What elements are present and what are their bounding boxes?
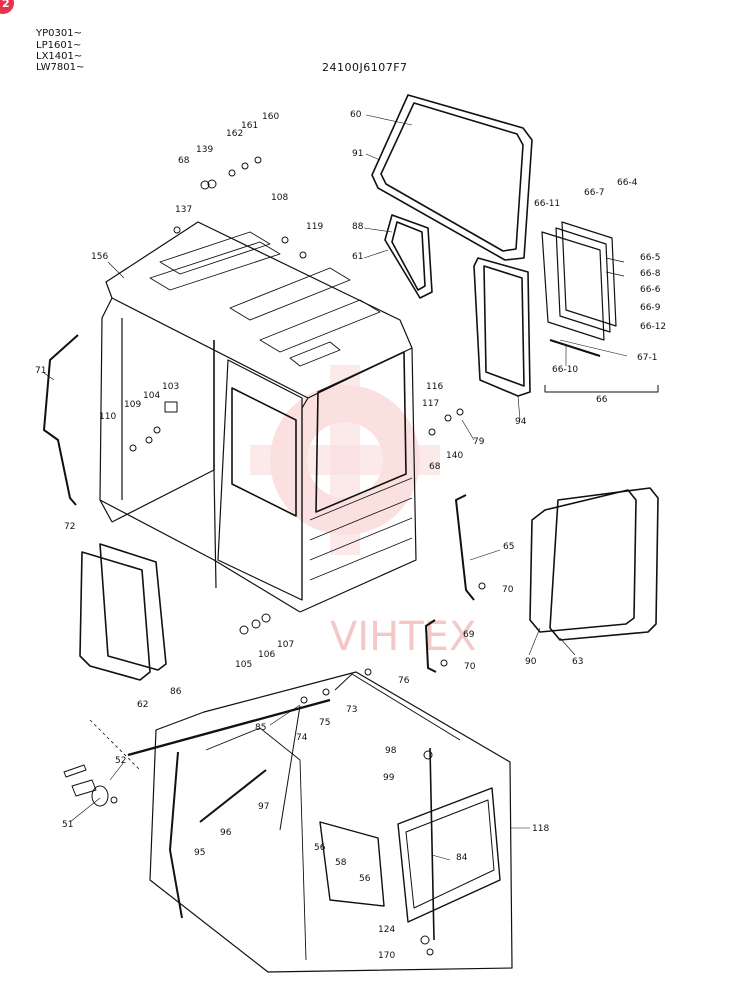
callout-84: 84 bbox=[456, 853, 468, 863]
callout-52: 52 bbox=[115, 756, 126, 766]
callout-51: 51 bbox=[62, 820, 73, 830]
latch-hardware bbox=[63, 764, 118, 807]
callout-69: 69 bbox=[463, 630, 475, 640]
handrails bbox=[43, 334, 475, 673]
callout-66-7: 66-7 bbox=[584, 188, 604, 198]
leader-lines bbox=[43, 114, 628, 861]
callout-66-12: 66-12 bbox=[640, 322, 666, 332]
quarter-glass bbox=[384, 214, 433, 299]
callout-99: 99 bbox=[383, 773, 395, 783]
callout-62: 62 bbox=[137, 700, 148, 710]
corner-badge: 2 bbox=[0, 0, 14, 14]
cab-frame bbox=[99, 221, 417, 613]
lower-glass bbox=[473, 257, 531, 397]
callout-97: 97 bbox=[258, 802, 269, 812]
fasteners bbox=[129, 156, 486, 956]
serial-range-3: LX1401~ bbox=[36, 51, 83, 62]
serial-range-1: YP0301~ bbox=[36, 28, 82, 39]
callout-116: 116 bbox=[426, 382, 443, 392]
callout-85: 85 bbox=[255, 723, 266, 733]
callout-94: 94 bbox=[515, 417, 527, 427]
callout-63: 63 bbox=[572, 657, 583, 667]
callout-162: 162 bbox=[226, 129, 243, 139]
callout-110: 110 bbox=[99, 412, 116, 422]
callout-76: 76 bbox=[398, 676, 410, 686]
callout-60: 60 bbox=[350, 110, 362, 120]
callout-103: 103 bbox=[162, 382, 179, 392]
callout-106: 106 bbox=[258, 650, 275, 660]
callout-160: 160 bbox=[262, 112, 279, 122]
door-window-assembly bbox=[541, 221, 659, 393]
callout-68: 68 bbox=[178, 156, 190, 166]
callout-140: 140 bbox=[446, 451, 463, 461]
callout-104: 104 bbox=[143, 391, 160, 401]
cab-door bbox=[89, 671, 513, 973]
callout-71: 71 bbox=[35, 366, 46, 376]
callout-66-4: 66-4 bbox=[617, 178, 638, 188]
callout-86: 86 bbox=[170, 687, 182, 697]
watermark-gear-icon bbox=[250, 365, 440, 555]
callout-65: 65 bbox=[503, 542, 514, 552]
callout-79: 79 bbox=[473, 437, 485, 447]
callout-108: 108 bbox=[271, 193, 288, 203]
callout-88: 88 bbox=[352, 222, 364, 232]
callout-68: 68 bbox=[429, 462, 441, 472]
callout-72: 72 bbox=[64, 522, 75, 532]
callout-95: 95 bbox=[194, 848, 205, 858]
callout-109: 109 bbox=[124, 400, 141, 410]
callout-139: 139 bbox=[196, 145, 213, 155]
side-glass-left bbox=[79, 543, 167, 681]
callout-117: 117 bbox=[422, 399, 439, 409]
callout-67-1: 67-1 bbox=[637, 353, 657, 363]
serial-range-2: LP1601~ bbox=[36, 40, 82, 51]
callout-66: 66 bbox=[596, 395, 608, 405]
callout-66-10: 66-10 bbox=[552, 365, 578, 375]
callout-91: 91 bbox=[352, 149, 363, 159]
callout-90: 90 bbox=[525, 657, 537, 667]
callout-170: 170 bbox=[378, 951, 395, 961]
callout-56: 56 bbox=[314, 843, 326, 853]
callout-124: 124 bbox=[378, 925, 395, 935]
callout-105: 105 bbox=[235, 660, 252, 670]
callout-119: 119 bbox=[306, 222, 323, 232]
callout-58: 58 bbox=[335, 858, 347, 868]
callout-156: 156 bbox=[91, 252, 108, 262]
drawing-code: 24100J6107F7 bbox=[322, 61, 408, 74]
callout-161: 161 bbox=[241, 121, 258, 131]
serial-range-4: LW7801~ bbox=[36, 62, 85, 73]
front-upper-glass bbox=[371, 94, 533, 261]
callout-98: 98 bbox=[385, 746, 397, 756]
callout-107: 107 bbox=[277, 640, 294, 650]
callout-66-8: 66-8 bbox=[640, 269, 661, 279]
watermark-text: VIHTEX bbox=[330, 614, 476, 660]
callout-70: 70 bbox=[464, 662, 476, 672]
callout-70: 70 bbox=[502, 585, 514, 595]
callout-56: 56 bbox=[359, 874, 371, 884]
callout-74: 74 bbox=[296, 733, 308, 743]
callout-96: 96 bbox=[220, 828, 232, 838]
side-glass-right bbox=[529, 487, 659, 641]
callout-61: 61 bbox=[352, 252, 363, 262]
callout-118: 118 bbox=[532, 824, 549, 834]
callout-137: 137 bbox=[175, 205, 192, 215]
callout-75: 75 bbox=[319, 718, 330, 728]
callout-66-9: 66-9 bbox=[640, 303, 661, 313]
callout-66-6: 66-6 bbox=[640, 285, 661, 295]
callout-73: 73 bbox=[346, 705, 357, 715]
callout-66-5: 66-5 bbox=[640, 253, 660, 263]
callout-66-11: 66-11 bbox=[534, 199, 560, 209]
